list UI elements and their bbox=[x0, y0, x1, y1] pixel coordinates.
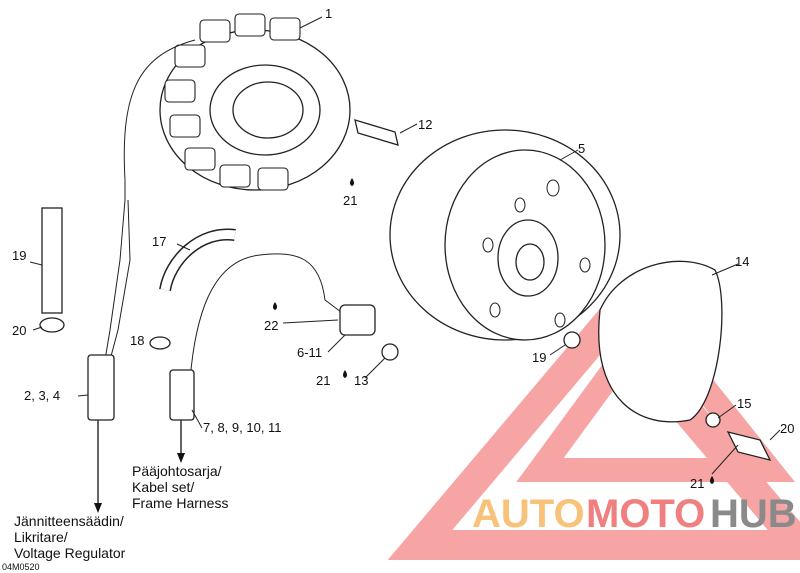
caption-line: Frame Harness bbox=[132, 495, 229, 511]
caption-line: Kabel set/ bbox=[132, 479, 195, 495]
caption-line: Voltage Regulator bbox=[14, 545, 126, 561]
callout-21-stator: 21 bbox=[343, 193, 357, 208]
connector-a-shape bbox=[87, 354, 115, 421]
watermark-hub: HUB bbox=[710, 492, 797, 536]
watermark-logo bbox=[387, 296, 800, 560]
caption-line: Jännitteensäädin/ bbox=[14, 513, 124, 529]
watermark-moto: MOTO bbox=[586, 492, 705, 536]
callout-1: 1 bbox=[325, 6, 332, 21]
callout-19-tube: 19 bbox=[12, 248, 26, 263]
callout-19-washer: 19 bbox=[532, 350, 546, 365]
stator bbox=[159, 13, 351, 191]
voltage-regulator-caption: Jännitteensäädin/ Likritare/ Voltage Reg… bbox=[14, 513, 125, 561]
callout-2-3-4: 2, 3, 4 bbox=[24, 388, 60, 403]
callout-13: 13 bbox=[354, 373, 368, 388]
callout-17: 17 bbox=[152, 234, 166, 249]
frame-harness-caption: Pääjohtosarja/ Kabel set/ Frame Harness bbox=[132, 463, 228, 511]
callout-5: 5 bbox=[578, 141, 585, 156]
caption-line: Likritare/ bbox=[14, 529, 68, 545]
callout-7-11: 7, 8, 9, 10, 11 bbox=[203, 420, 282, 435]
callout-6-11: 6-11 bbox=[297, 345, 322, 360]
callout-15: 15 bbox=[737, 396, 751, 411]
callout-12: 12 bbox=[418, 117, 432, 132]
figure-code: 04M0520 bbox=[2, 562, 40, 572]
callout-21-bolt: 21 bbox=[690, 476, 704, 491]
flywheel bbox=[389, 129, 621, 341]
callout-21-sensor: 21 bbox=[316, 373, 330, 388]
sensor-shape bbox=[339, 304, 376, 336]
callout-20-clamp: 20 bbox=[12, 323, 26, 338]
watermark-auto: AUTO bbox=[472, 492, 585, 536]
cover-shape bbox=[598, 260, 723, 423]
tube-shape bbox=[41, 207, 63, 314]
callout-22: 22 bbox=[264, 318, 278, 333]
callout-18: 18 bbox=[130, 333, 144, 348]
caption-line: Pääjohtosarja/ bbox=[132, 463, 222, 479]
callout-14: 14 bbox=[735, 254, 749, 269]
callout-20-bolt: 20 bbox=[780, 421, 794, 436]
